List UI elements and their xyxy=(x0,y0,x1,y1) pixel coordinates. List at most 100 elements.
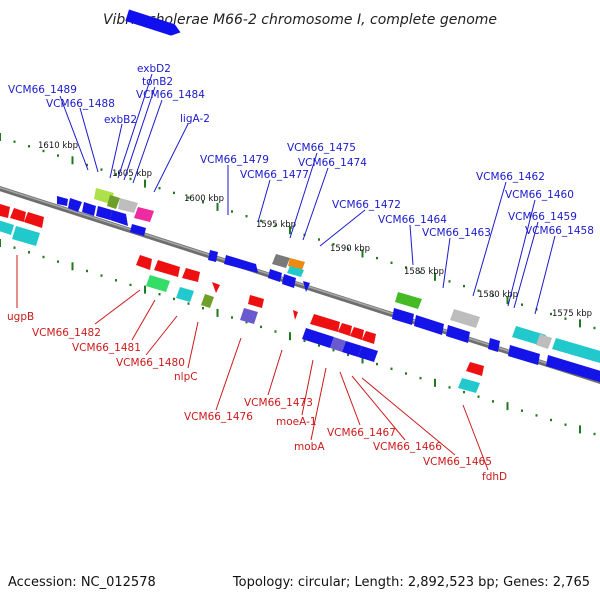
gene-block[interactable] xyxy=(0,220,14,235)
gene-label[interactable]: moeA-1 xyxy=(276,416,317,428)
gene-arrow[interactable] xyxy=(392,308,414,325)
track-tick xyxy=(332,243,335,246)
gene-block[interactable] xyxy=(342,341,362,357)
gene-block[interactable] xyxy=(358,346,378,362)
gene-label[interactable]: VCM66_1473 xyxy=(244,397,313,409)
gene-block[interactable] xyxy=(450,309,480,328)
track-tick xyxy=(521,409,523,412)
gene-label[interactable]: nlpC xyxy=(174,371,198,383)
gene-arrow[interactable] xyxy=(10,208,26,222)
gene-label[interactable]: VCM66_1467 xyxy=(327,427,396,439)
track-tick xyxy=(506,296,509,305)
track-tick xyxy=(71,156,74,165)
gene-arrow[interactable] xyxy=(212,282,220,293)
gene-block[interactable] xyxy=(287,266,304,277)
gene-arrow[interactable] xyxy=(350,327,364,340)
gene-arrow[interactable] xyxy=(136,255,152,270)
gene-label[interactable]: exbD2 xyxy=(137,63,171,75)
topology-text: Topology: circular; Length: 2,892,523 bp… xyxy=(232,575,590,590)
gene-label[interactable]: tonB2 xyxy=(142,76,173,88)
kbp-label: 1600 kbp xyxy=(184,194,224,204)
gene-label[interactable]: VCM66_1459 xyxy=(508,211,577,223)
gene-arrow[interactable] xyxy=(293,310,298,320)
track-tick xyxy=(231,210,233,213)
gene-arrow[interactable] xyxy=(182,268,200,282)
gene-label[interactable]: VCM66_1480 xyxy=(116,357,185,369)
gene-arrow[interactable] xyxy=(224,255,258,273)
gene-label[interactable]: fdhD xyxy=(482,471,507,483)
track-tick xyxy=(434,272,436,281)
gene-block[interactable] xyxy=(330,337,346,352)
gene-block[interactable] xyxy=(176,287,194,302)
gene-arrow[interactable] xyxy=(508,345,540,365)
gene-arrow[interactable] xyxy=(24,212,44,228)
gene-label[interactable]: ugpB xyxy=(7,311,34,323)
gene-label[interactable]: VCM66_1465 xyxy=(423,456,492,468)
gene-block[interactable] xyxy=(240,308,258,324)
gene-arrow[interactable] xyxy=(446,325,470,343)
gene-arrow[interactable] xyxy=(110,210,128,226)
gene-arrow[interactable] xyxy=(154,260,180,277)
gene-label[interactable]: VCM66_1472 xyxy=(332,199,401,211)
gene-label[interactable]: mobA xyxy=(294,441,325,453)
gene-label[interactable]: VCM66_1488 xyxy=(46,98,115,110)
gene-label[interactable]: VCM66_1462 xyxy=(476,171,545,183)
gene-block[interactable] xyxy=(201,294,214,308)
gene-label[interactable]: VCM66_1479 xyxy=(200,154,269,166)
track-tick xyxy=(71,262,74,271)
gene-arrow[interactable] xyxy=(130,224,146,236)
gene-arrow[interactable] xyxy=(282,274,296,288)
gene-arrow[interactable] xyxy=(125,9,182,39)
gene-label[interactable]: VCM66_1463 xyxy=(422,227,491,239)
gene-block[interactable] xyxy=(536,334,552,349)
track-tick xyxy=(144,285,146,294)
gene-label[interactable]: VCM66_1477 xyxy=(240,169,309,181)
gene-arrow[interactable] xyxy=(414,315,444,335)
track-tick xyxy=(0,133,1,141)
gene-arrow[interactable] xyxy=(68,198,82,212)
gene-arrow[interactable] xyxy=(0,204,10,218)
track-tick xyxy=(376,362,378,366)
gene-arrow[interactable] xyxy=(248,295,264,308)
gene-arrow[interactable] xyxy=(208,250,218,262)
gene-label[interactable]: VCM66_1481 xyxy=(72,342,141,354)
gene-block[interactable] xyxy=(134,207,154,222)
gene-label[interactable]: VCM66_1474 xyxy=(298,157,367,169)
gene-label[interactable]: exbB2 xyxy=(104,114,137,126)
gene-block[interactable] xyxy=(395,292,422,309)
gene-label[interactable]: VCM66_1464 xyxy=(378,214,447,226)
track-tick xyxy=(115,279,117,282)
gene-label[interactable]: VCM66_1475 xyxy=(287,142,356,154)
gene-label[interactable]: VCM66_1482 xyxy=(32,327,101,339)
gene-block[interactable] xyxy=(302,328,334,348)
gene-arrow[interactable] xyxy=(338,323,352,336)
gene-block[interactable] xyxy=(107,195,120,209)
kbp-label: 1585 kbp xyxy=(404,267,444,277)
gene-arrow[interactable] xyxy=(488,338,500,352)
gene-arrow[interactable] xyxy=(82,202,96,216)
kbp-label: 1590 kbp xyxy=(330,244,370,254)
gene-arrow[interactable] xyxy=(362,331,376,344)
gene-label[interactable]: VCM66_1489 xyxy=(8,84,77,96)
gene-arrow[interactable] xyxy=(303,281,310,292)
gene-arrow[interactable] xyxy=(466,362,484,376)
track-tick xyxy=(303,339,306,342)
gene-arrow[interactable] xyxy=(57,196,68,206)
track-tick xyxy=(100,274,103,277)
gene-label[interactable]: ligA-2 xyxy=(180,113,210,125)
gene-arrow[interactable] xyxy=(546,355,600,382)
gene-arrow[interactable] xyxy=(268,269,282,282)
gene-block[interactable] xyxy=(552,338,600,363)
gene-block[interactable] xyxy=(272,254,290,268)
gene-block[interactable] xyxy=(12,226,40,246)
gene-arrow[interactable] xyxy=(310,314,340,332)
gene-label[interactable]: VCM66_1460 xyxy=(505,189,574,201)
gene-block[interactable] xyxy=(118,198,138,213)
gene-block[interactable] xyxy=(146,275,170,292)
gene-label[interactable]: VCM66_1476 xyxy=(184,411,253,423)
gene-label[interactable]: VCM66_1466 xyxy=(373,441,442,453)
gene-label[interactable]: VCM66_1458 xyxy=(525,225,594,237)
gene-label[interactable]: VCM66_1484 xyxy=(136,89,205,101)
gene-arrow[interactable] xyxy=(96,206,112,220)
gene-block[interactable] xyxy=(458,378,480,393)
